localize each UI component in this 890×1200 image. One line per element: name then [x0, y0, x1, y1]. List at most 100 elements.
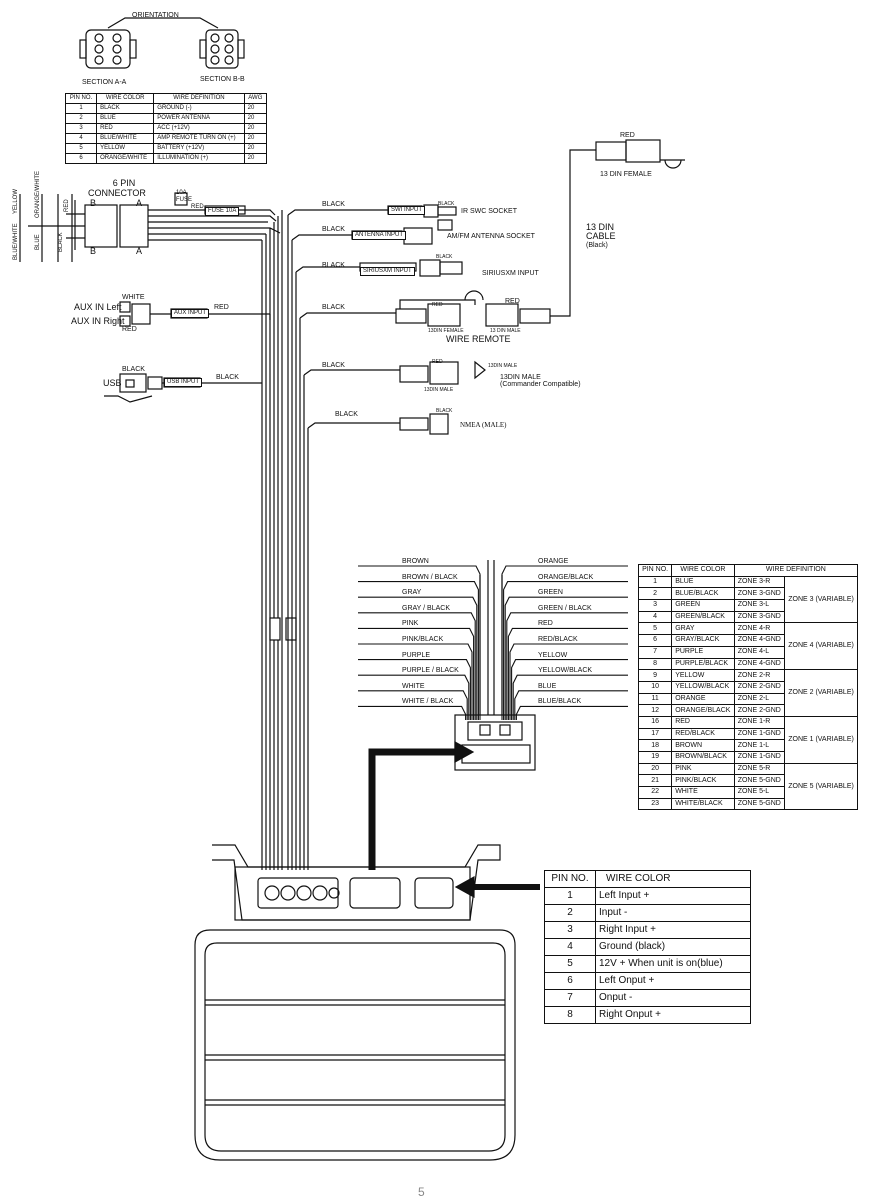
din-black: BLACK — [322, 362, 345, 369]
nmea-small: BLACK — [436, 408, 453, 414]
table-cell: Right Input + — [595, 921, 751, 939]
usb-black-wire: BLACK — [216, 374, 239, 381]
fuse-red-label: RED — [191, 204, 204, 210]
zone-group-cell: ZONE 1 (VARIABLE) — [784, 715, 858, 764]
din-female-label: 13 DIN FEMALE — [600, 171, 652, 178]
table-cell: GREEN — [671, 599, 735, 612]
din-male-small: 13DIN MALE — [488, 363, 518, 369]
six-pin-a-top: A — [136, 198, 143, 208]
zone-group-cell: ZONE 3 (VARIABLE) — [784, 575, 858, 624]
table-cell: 5 — [544, 955, 596, 973]
aux-left-label: AUX IN Left — [74, 302, 122, 312]
table-cell: BROWN — [671, 739, 735, 752]
wire-label-orange-white: ORANGE/WHITE — [35, 170, 41, 218]
table-cell: PINK/BLACK — [671, 774, 735, 788]
speaker-wire-right — [504, 596, 628, 720]
table-cell: YELLOW/BLACK — [671, 680, 735, 694]
speaker-wire-left-label: GRAY — [402, 589, 422, 597]
aux-right-label: AUX IN Right — [71, 316, 125, 326]
wire-label-black: BLACK — [58, 232, 64, 252]
table-cell: 7 — [544, 989, 596, 1007]
remote-red-small: RED — [432, 302, 443, 308]
section-b-connector — [199, 29, 245, 69]
din-female-red: RED — [620, 132, 635, 139]
six-pin-subtitle: CONNECTOR — [88, 188, 146, 198]
swc-label: IR SWC SOCKET — [461, 208, 518, 215]
table-cell: 18 — [637, 739, 673, 752]
table-cell: ZONE 3-GND — [733, 587, 786, 601]
table-cell: 2 — [544, 904, 596, 922]
speaker-wire-left — [358, 596, 478, 720]
table-cell: 6 — [637, 634, 673, 647]
col-awg: AWG — [243, 93, 268, 104]
table-cell: 20 — [243, 123, 268, 134]
section-a-connector — [79, 29, 137, 69]
speaker-wire-right-label: YELLOW/BLACK — [538, 667, 593, 675]
table-cell: ZONE 5-R — [733, 762, 786, 776]
table-cell: 5 — [637, 622, 673, 636]
wire-label-red: RED — [64, 199, 70, 212]
zone-col-definition: WIRE DEFINITION — [733, 564, 859, 577]
table-cell: WHITE — [671, 786, 735, 799]
table-cell: ORANGE/WHITE — [96, 153, 155, 164]
table-cell: 2 — [64, 113, 98, 124]
table-cell: ZONE 5-GND — [733, 797, 786, 811]
table-cell: ZONE 4-R — [733, 622, 786, 636]
speaker-wire-left-label: GRAY / BLACK — [402, 604, 450, 612]
table-cell: 3 — [64, 123, 98, 134]
section-b-label: SECTION B-B — [200, 76, 245, 83]
six-pin-a-bottom: A — [136, 246, 143, 256]
speaker-wire-right — [515, 705, 628, 720]
table-cell: 20 — [243, 113, 268, 124]
speaker-wire-left — [358, 581, 479, 720]
speaker-wire-right-label: RED — [538, 620, 553, 628]
table-cell: 5 — [64, 143, 98, 154]
speaker-wire-left-label: PURPLE — [402, 651, 431, 659]
wire-remote-label: WIRE REMOTE — [446, 334, 511, 344]
sirius-black: BLACK — [322, 262, 345, 269]
speaker-wire-right — [506, 612, 628, 720]
section-a-label: SECTION A-A — [82, 79, 127, 86]
table-cell: 3 — [637, 599, 673, 612]
table-cell: Left Input + — [595, 887, 751, 905]
speaker-wire-lines — [358, 565, 628, 720]
table-cell: ZONE 2-GND — [733, 704, 786, 717]
table-cell: ZONE 4-L — [733, 645, 786, 659]
speaker-wire-left — [358, 612, 476, 720]
speaker-wire-right-label: YELLOW — [538, 651, 568, 659]
col-pin-no: PIN NO. — [64, 93, 98, 104]
speaker-wire-right-label: GREEN / BLACK — [538, 604, 592, 612]
speaker-wire-right-label: BLUE/BLACK — [538, 698, 582, 706]
speaker-wire-right-label: RED/BLACK — [538, 636, 578, 643]
table-cell: Right Onput + — [595, 1006, 751, 1024]
table-cell: 4 — [64, 133, 98, 144]
table-cell: ZONE 2-L — [733, 692, 786, 706]
din-male-label: 13DIN MALE — [500, 374, 541, 381]
table-cell: 10 — [637, 680, 673, 694]
speaker-wire-left — [358, 643, 473, 720]
table-cell: RED — [96, 123, 155, 134]
table-cell: 8 — [637, 657, 673, 671]
amplifier-drawing — [194, 844, 540, 1161]
table-cell: BLUE/WHITE — [96, 133, 155, 144]
table-cell: 4 — [544, 938, 596, 956]
din-male-small-2: 13DIN MALE — [424, 387, 454, 393]
table-cell: ZONE 1-L — [733, 739, 786, 752]
speaker-wire-right-label: GREEN — [538, 589, 563, 597]
remote-male-small: 13 DIN MALE — [490, 328, 521, 334]
